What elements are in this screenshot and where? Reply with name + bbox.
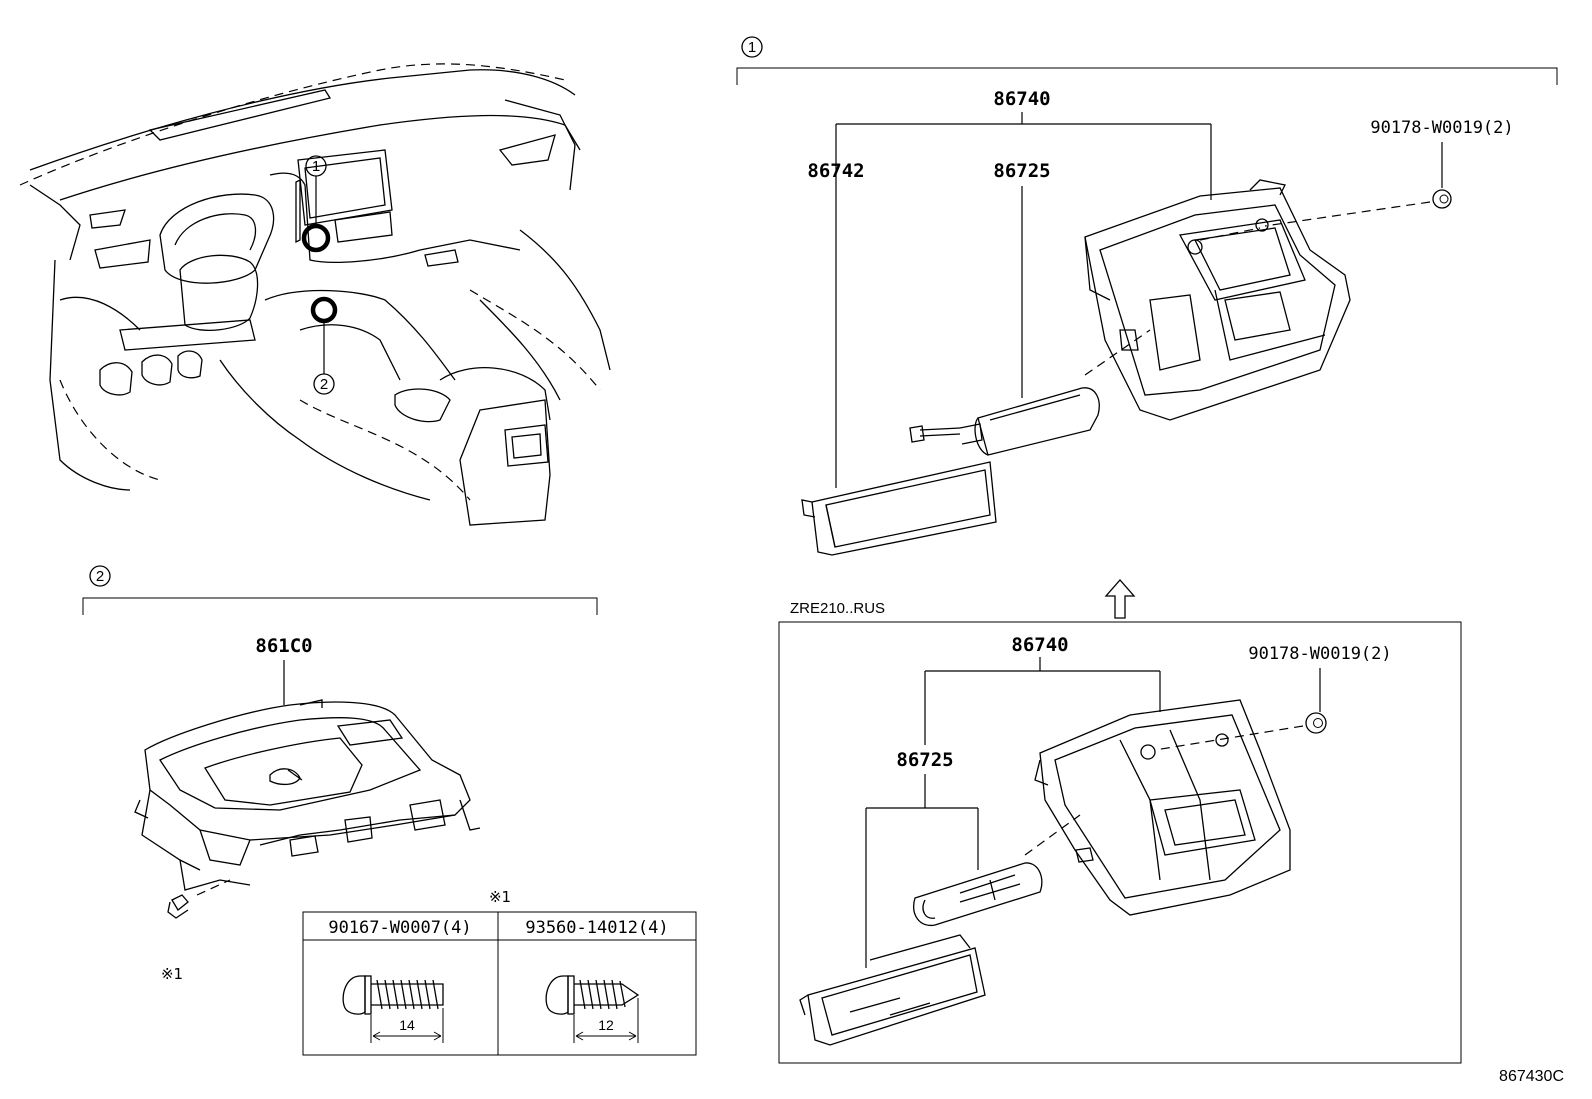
g1-nut-dashed-line <box>1264 201 1431 227</box>
g1-bracket-dashed-line <box>1199 227 1261 241</box>
g1-nut-drawing <box>1432 189 1452 209</box>
g1v-part-86740: 86740 <box>1011 634 1068 656</box>
group1-marker-label: 1 <box>748 39 756 56</box>
g1v-nut-dashed-line <box>1154 725 1304 751</box>
g1v-86740-leader <box>924 657 1161 745</box>
callout-1-number: 1 <box>312 158 320 175</box>
g1v-bezel-drawing <box>799 934 986 1046</box>
screw-table-frame <box>302 911 697 1056</box>
g1-bezel-drawing <box>801 461 997 556</box>
g1v-part-86725: 86725 <box>896 749 953 771</box>
screw-col2-part: 93560-14012(4) <box>525 918 668 938</box>
g2-screw-drawing <box>167 894 189 919</box>
g1v-cable-dashed-line <box>1024 814 1081 856</box>
screw-col1-length: 14 <box>399 1017 415 1033</box>
variant-condition: ZRE210..RUS <box>790 600 885 617</box>
g1-part-86742: 86742 <box>807 160 864 182</box>
group1-bracket <box>736 67 1558 85</box>
g1v-86725-leader <box>865 774 979 968</box>
group2-bracket <box>82 597 598 615</box>
group2-marker-label: 2 <box>96 568 104 585</box>
g1-bracket-drawing <box>1084 179 1351 421</box>
g1-part-86740: 86740 <box>993 88 1050 110</box>
variant-frame <box>778 621 1462 1064</box>
g1v-nut-drawing <box>1305 712 1327 734</box>
dashboard-illustration <box>19 63 611 526</box>
g1v-module-drawing <box>913 862 1043 927</box>
g1v-bracket-drawing <box>1034 699 1291 916</box>
g2-part-861C0: 861C0 <box>255 635 312 657</box>
screw-col1-part: 90167-W0007(4) <box>328 918 471 938</box>
g1-86740-leader <box>835 112 1212 488</box>
g2-charger-drawing <box>134 699 481 891</box>
g1-part-86725: 86725 <box>993 160 1050 182</box>
diagram-ref-number: 867430C <box>1499 1068 1564 1085</box>
g2-screw-dashed-line <box>196 879 231 896</box>
group2-marker-circle <box>89 565 111 587</box>
screw-col1-drawing <box>342 975 444 1043</box>
screw-col2-length: 12 <box>598 1017 614 1033</box>
screw-col2-drawing <box>545 975 640 1043</box>
g1v-fastener: 90178-W0019(2) <box>1248 644 1391 664</box>
g1-module-drawing <box>909 387 1100 456</box>
g2-note-mark: ※1 <box>161 965 183 983</box>
screw-table-mark: ※1 <box>489 888 511 906</box>
group1-marker-circle <box>741 36 763 58</box>
up-arrow <box>1104 579 1136 619</box>
g1-cable-dashed-line <box>1084 329 1151 376</box>
callout-2-number: 2 <box>320 376 328 393</box>
g1-fastener: 90178-W0019(2) <box>1370 118 1513 138</box>
